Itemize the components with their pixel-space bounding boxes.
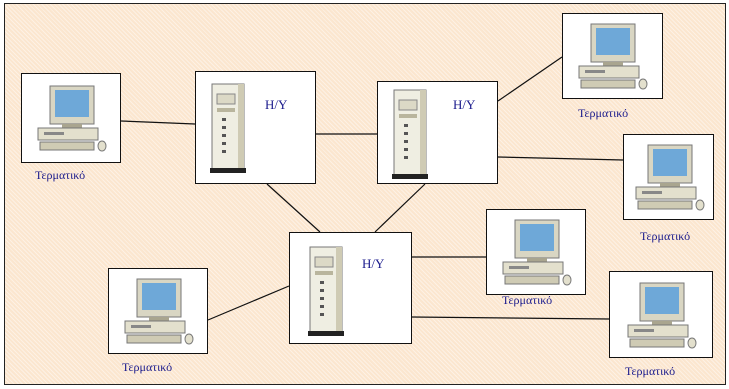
desktop-computer-icon <box>37 85 107 152</box>
link-terminal-left-server-left <box>120 120 196 125</box>
desktop-computer-icon <box>124 278 194 345</box>
link-server-right-terminal-top <box>497 56 563 102</box>
server-tower-icon <box>210 83 246 173</box>
terminal-label: Τερματικό <box>502 293 553 307</box>
desktop-computer-icon <box>578 23 648 90</box>
terminal-node-mid-right <box>623 134 714 220</box>
desktop-computer-icon <box>635 144 705 211</box>
terminal-label: Τερματικό <box>35 168 86 182</box>
link-server-bottom-terminal-bottom-right <box>411 316 610 320</box>
server-label: H/Y <box>265 97 288 112</box>
terminal-node-bottom-right <box>609 271 713 358</box>
terminal-node-left <box>21 73 121 163</box>
terminal-label: Τερματικό <box>578 106 629 120</box>
server-node-bottom: H/Y <box>289 232 412 344</box>
terminal-node-top-right <box>562 13 663 99</box>
terminal-label: Τερματικό <box>122 360 173 374</box>
link-server-right-terminal-mid <box>497 156 624 161</box>
server-tower-icon <box>392 89 428 179</box>
terminal-label: Τερματικό <box>625 364 676 378</box>
server-tower-icon <box>308 246 344 336</box>
connection-lines <box>120 56 624 321</box>
link-server-left-server-bottom <box>266 183 321 233</box>
terminal-label: Τερματικό <box>640 229 691 243</box>
desktop-computer-icon <box>627 282 697 349</box>
server-node-left: H/Y <box>195 71 316 184</box>
desktop-computer-icon <box>502 219 572 286</box>
server-label: H/Y <box>362 256 385 271</box>
diagram-frame: H/Y H/Y H/Y <box>4 3 726 385</box>
link-server-bottom-terminal-left <box>207 285 290 321</box>
server-node-right: H/Y <box>377 81 498 184</box>
link-server-right-server-bottom <box>374 183 426 233</box>
server-label: H/Y <box>453 97 476 112</box>
terminal-node-center: Τερματικό <box>486 209 586 307</box>
terminal-node-bottom-left <box>108 268 208 354</box>
